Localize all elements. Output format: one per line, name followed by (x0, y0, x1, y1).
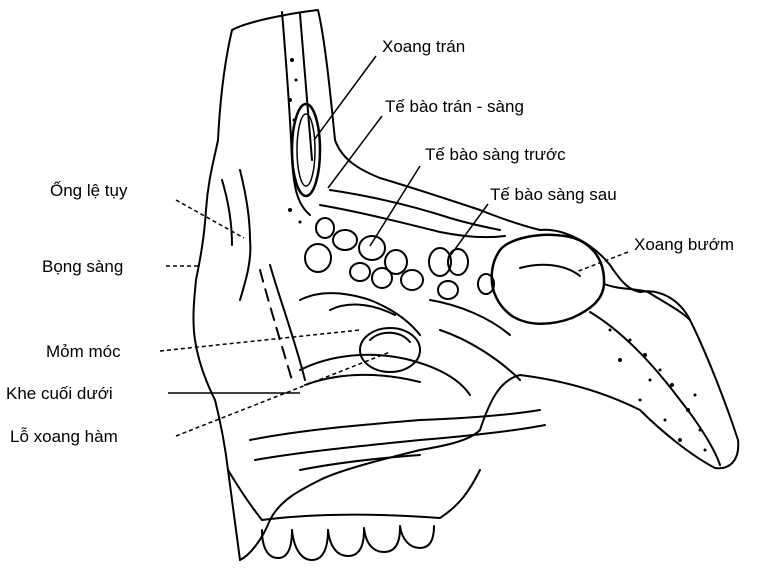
label-khe-cuoi-duoi: Khe cuối dưới (6, 384, 113, 403)
label-xoang-buom: Xoang bướm (634, 235, 734, 254)
skull-outline (232, 10, 738, 560)
uncinate-process (270, 265, 305, 380)
label-ong-le-tuy: Ống lệ tụy (50, 180, 128, 200)
anatomy-drawing (193, 10, 738, 560)
teeth (262, 515, 440, 560)
label-lo-xoang-ham: Lỗ xoang hàm (10, 427, 118, 446)
maxillary-ostium (360, 328, 420, 372)
label-mom-moc: Mỏm móc (46, 342, 121, 361)
leader-mom-moc (160, 330, 360, 351)
labels: Xoang trán Tế bào trán - sàng Tế bào sàn… (6, 37, 734, 446)
leader-xoang-tran (314, 56, 376, 140)
leader-te-bao-tran-sang (328, 116, 382, 188)
label-te-bao-tran-sang: Tế bào trán - sàng (385, 97, 524, 116)
frontal-sinus (292, 104, 320, 196)
label-xoang-tran: Xoang trán (382, 37, 465, 56)
sphenoid-sinus (492, 235, 604, 324)
label-bong-sang: Bọng sàng (42, 257, 123, 276)
anterior-ethmoid-cells (305, 218, 423, 290)
frontal-plate-inner (300, 14, 312, 160)
label-te-bao-sang-truoc: Tế bào sàng trước (425, 145, 566, 164)
label-te-bao-sang-sau: Tế bào sàng sau (490, 185, 617, 204)
leader-lo-xoang-ham (176, 352, 390, 436)
nasal-bridge (240, 170, 250, 300)
leader-te-bao-sang-sau (450, 204, 488, 256)
posterior-ethmoid-cells (429, 248, 468, 299)
leader-ong-le-tuy (176, 200, 244, 238)
face-front-outline (193, 30, 240, 560)
hard-palate (250, 410, 540, 440)
